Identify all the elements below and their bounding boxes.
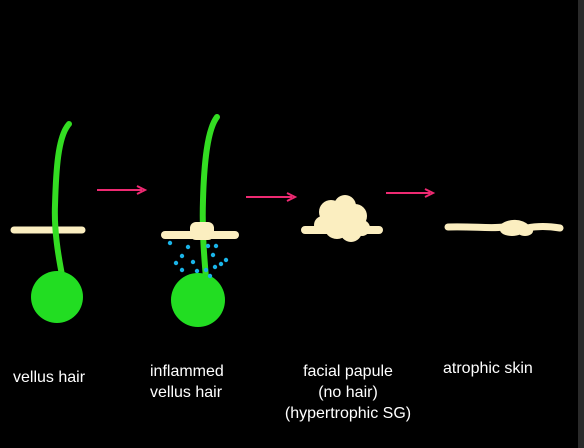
label-line: vellus hair	[150, 384, 223, 401]
hair-bulb	[31, 271, 83, 323]
label-line: atrophic skin	[443, 360, 533, 377]
arrow-1	[97, 185, 148, 195]
stage-inflammed-vellus-hair	[161, 114, 239, 327]
stage-atrophic-skin	[444, 219, 564, 236]
hypertrophic-sebaceous-gland	[314, 195, 370, 242]
stage-vellus-hair	[10, 121, 86, 323]
skin-line	[444, 219, 564, 232]
label-facial-papule: facial papule (no hair) (hypertrophic SG…	[263, 361, 433, 424]
label-line: vellus hair	[13, 369, 86, 386]
inflammation-dots	[167, 240, 229, 279]
label-line: facial papule	[303, 363, 393, 380]
arrow-3	[386, 188, 436, 198]
label-atrophic-skin: atrophic skin	[443, 358, 533, 379]
skin-bump	[190, 222, 214, 240]
label-line: inflammed	[150, 363, 224, 380]
label-line: (no hair)	[318, 384, 378, 401]
arrow-2	[246, 192, 298, 202]
label-line: (hypertrophic SG)	[284, 405, 412, 422]
hair-shaft	[51, 121, 72, 283]
label-vellus-hair: vellus hair	[13, 367, 85, 388]
hair-shaft	[199, 114, 220, 281]
stage-facial-papule	[301, 195, 383, 242]
skin-scar	[517, 226, 533, 236]
hair-bulb	[171, 273, 225, 327]
label-inflammed-vellus-hair: inflammed vellus hair	[150, 361, 224, 403]
